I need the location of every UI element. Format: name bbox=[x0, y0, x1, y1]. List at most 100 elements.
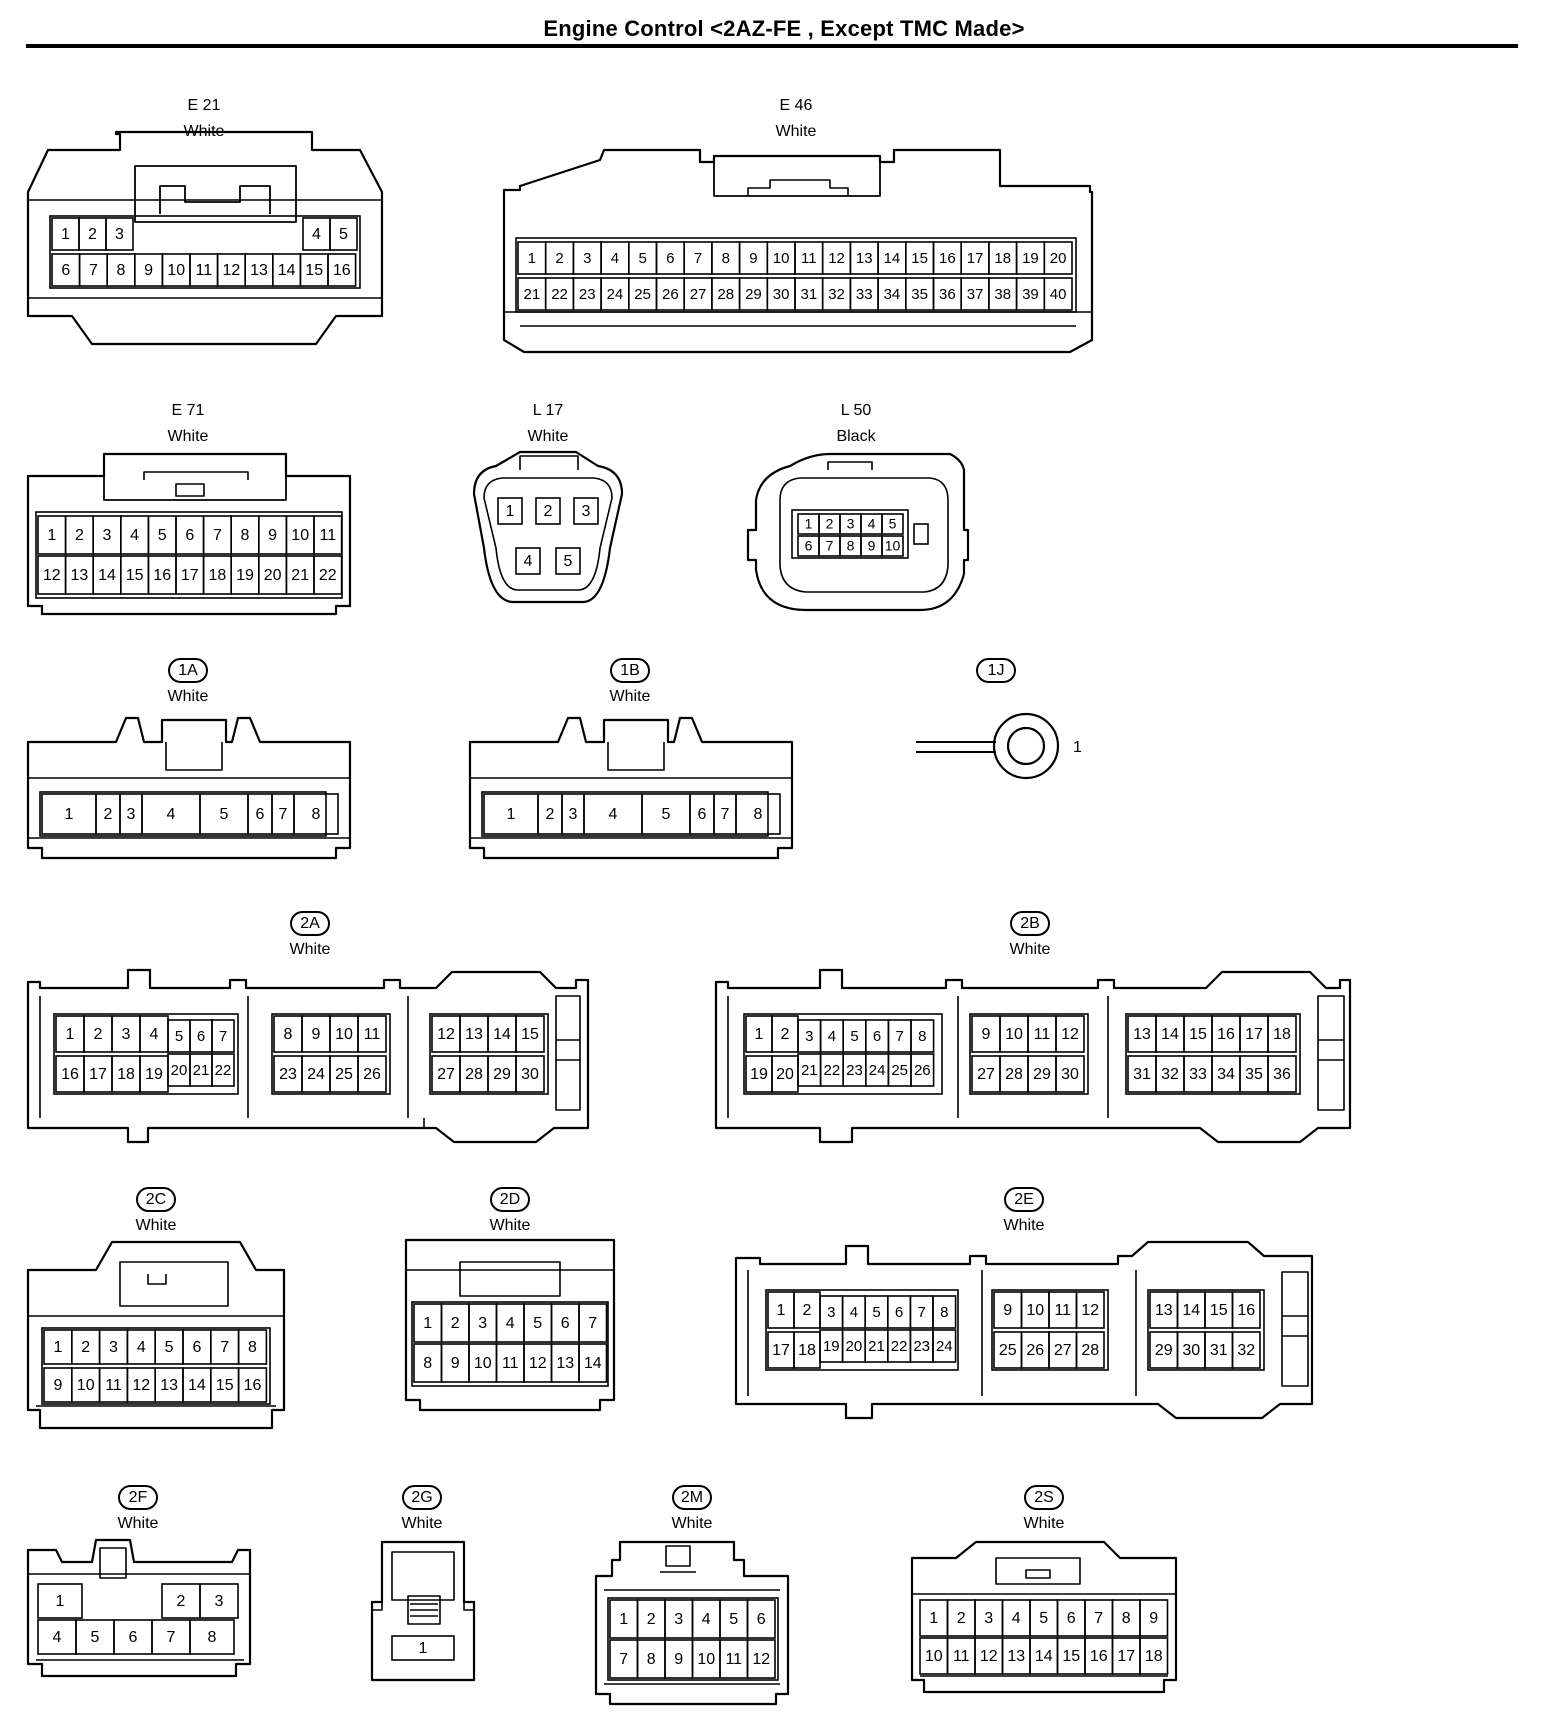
pin-cell bbox=[746, 1599, 776, 1639]
pin-6: 6 bbox=[757, 1611, 766, 1628]
pin-cell bbox=[573, 497, 599, 525]
pin-8: 8 bbox=[1122, 1610, 1131, 1627]
housing-detail bbox=[372, 1602, 474, 1611]
pin-14: 14 bbox=[188, 1377, 206, 1394]
pin-27: 27 bbox=[437, 1066, 455, 1083]
pin-10: 10 bbox=[474, 1355, 492, 1372]
pin-6: 6 bbox=[185, 527, 194, 544]
pin-9: 9 bbox=[451, 1355, 460, 1372]
pin-1: 1 bbox=[805, 516, 813, 532]
connector-code: L 50 bbox=[841, 402, 872, 419]
pin-cell bbox=[237, 1329, 268, 1365]
housing-outline bbox=[472, 450, 624, 604]
pin-cell bbox=[881, 513, 904, 535]
pin-17: 17 bbox=[1245, 1026, 1263, 1043]
pin-cell bbox=[515, 1055, 545, 1093]
pin-2: 2 bbox=[75, 527, 84, 544]
connector-color: White bbox=[776, 123, 817, 140]
pin-19: 19 bbox=[823, 1338, 840, 1355]
pin-23: 23 bbox=[846, 1062, 863, 1079]
pin-6: 6 bbox=[561, 1315, 570, 1332]
pin-32: 32 bbox=[828, 286, 845, 303]
pin-14: 14 bbox=[1182, 1302, 1200, 1319]
pin-frame bbox=[481, 791, 769, 837]
connector-code: 2B bbox=[1020, 915, 1040, 932]
pin-30: 30 bbox=[1182, 1342, 1200, 1359]
pin-3: 3 bbox=[127, 806, 136, 823]
connector-color: White bbox=[1004, 1217, 1045, 1234]
pin-5: 5 bbox=[638, 250, 646, 267]
connector-badge bbox=[168, 658, 208, 683]
connector-badge bbox=[402, 1485, 442, 1510]
pin-16: 16 bbox=[333, 262, 351, 279]
connector-code: 2G bbox=[411, 1489, 432, 1506]
connector-badge bbox=[1010, 911, 1050, 936]
pin-5: 5 bbox=[872, 1304, 880, 1321]
housing-outline bbox=[714, 968, 1352, 1144]
connector-code: 1J bbox=[988, 662, 1005, 679]
pin-14: 14 bbox=[1161, 1026, 1179, 1043]
latch bbox=[391, 1551, 455, 1625]
pin-6: 6 bbox=[1067, 1610, 1076, 1627]
pin-16: 16 bbox=[244, 1377, 262, 1394]
pin-24: 24 bbox=[936, 1338, 953, 1355]
connector-badge bbox=[1024, 1485, 1064, 1510]
housing-line bbox=[747, 1270, 1137, 1396]
pin-13: 13 bbox=[250, 262, 268, 279]
pin-cell bbox=[910, 1019, 935, 1053]
pin-30: 30 bbox=[1061, 1066, 1079, 1083]
connector-badge bbox=[490, 1187, 530, 1212]
pin-7: 7 bbox=[694, 250, 702, 267]
housing-outline bbox=[26, 1538, 252, 1678]
pin-10: 10 bbox=[925, 1648, 943, 1665]
pin-11: 11 bbox=[953, 1648, 970, 1665]
pin-frame bbox=[515, 237, 1077, 313]
pin-7: 7 bbox=[1094, 1610, 1103, 1627]
pin-frame bbox=[41, 1327, 271, 1405]
pin-8: 8 bbox=[647, 1651, 656, 1668]
pin-3: 3 bbox=[215, 1593, 224, 1610]
pin-8: 8 bbox=[284, 1026, 293, 1043]
pin-cell bbox=[327, 253, 357, 287]
pin-9: 9 bbox=[144, 262, 153, 279]
connector-code: 2M bbox=[681, 1489, 703, 1506]
pin-cell bbox=[189, 1619, 235, 1655]
pin-7: 7 bbox=[220, 1339, 229, 1356]
connector-color: White bbox=[168, 428, 209, 445]
pin-2: 2 bbox=[88, 226, 97, 243]
pin-8: 8 bbox=[940, 1304, 948, 1321]
pin-cell bbox=[391, 1635, 455, 1661]
pin-1: 1 bbox=[507, 806, 516, 823]
pin-cell bbox=[293, 793, 339, 835]
pin-18: 18 bbox=[1273, 1026, 1291, 1043]
pin-4: 4 bbox=[524, 553, 533, 570]
pin-36: 36 bbox=[939, 286, 956, 303]
pin-14: 14 bbox=[278, 262, 296, 279]
pin-5: 5 bbox=[564, 553, 573, 570]
pin-5: 5 bbox=[158, 527, 167, 544]
pin-5: 5 bbox=[91, 1629, 100, 1646]
pin-4: 4 bbox=[1012, 1610, 1021, 1627]
pin-2: 2 bbox=[957, 1610, 966, 1627]
pin-39: 39 bbox=[1022, 286, 1039, 303]
connector-badge bbox=[136, 1187, 176, 1212]
pin-25: 25 bbox=[335, 1066, 353, 1083]
pin-26: 26 bbox=[1026, 1342, 1044, 1359]
pin-2: 2 bbox=[94, 1026, 103, 1043]
pin-5: 5 bbox=[729, 1611, 738, 1628]
pin-26: 26 bbox=[914, 1062, 931, 1079]
pin-29: 29 bbox=[1155, 1342, 1173, 1359]
ring-terminal bbox=[992, 712, 1060, 780]
pin-3: 3 bbox=[827, 1304, 835, 1321]
housing-detail bbox=[1317, 995, 1345, 1111]
pin-2: 2 bbox=[81, 1339, 90, 1356]
pin-3: 3 bbox=[103, 527, 112, 544]
pin-3: 3 bbox=[805, 1028, 813, 1045]
